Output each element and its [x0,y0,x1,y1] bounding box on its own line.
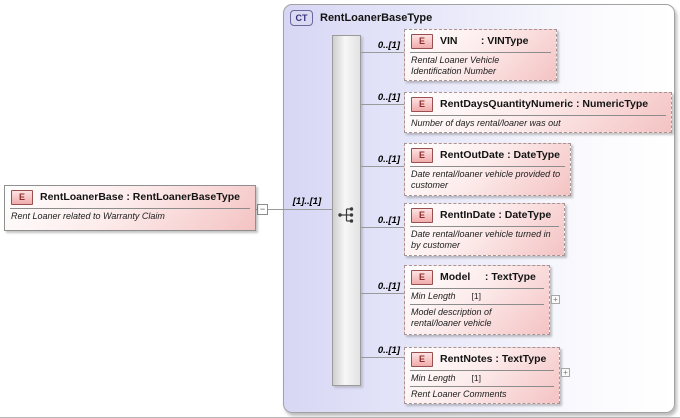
element-rentindate[interactable]: E RentInDate : DateType Date rental/loan… [404,203,565,256]
connector-line-rentindate [361,227,404,228]
element-icon: E [411,207,433,223]
connector-line-root [256,209,332,210]
element-icon: E [411,269,433,285]
element-title-row: E RentNotes : TextType [405,348,559,368]
element-title: Model : TextType [440,271,536,283]
divider [410,386,554,387]
expand-facets-model-button[interactable]: + [551,295,560,304]
expand-facets-rentnotes-button[interactable]: + [561,368,570,377]
element-annotation: Rent Loaner Comments [411,389,507,399]
element-icon: E [411,351,433,367]
facet-minlength: Min Length [1] [411,291,543,302]
element-icon: E [411,96,433,112]
connector-line-model [361,293,404,294]
cardinality-label-model: 0..[1] [377,281,400,292]
element-annotation: Rental Loaner Vehicle Identification Num… [411,55,500,76]
cardinality-label-rentdays: 0..[1] [377,92,400,103]
element-title: RentNotes : TextType [440,353,547,365]
element-title: RentDaysQuantityNumeric : NumericType [440,98,649,110]
element-rentnotes[interactable]: E RentNotes : TextType Min Length [1] Re… [404,347,560,404]
facet-value: [1] [471,291,481,301]
connector-line-rentdays [361,104,404,105]
divider [410,52,551,53]
facet-minlength: Min Length [1] [411,373,553,384]
complextype-title: RentLoanerBaseType [320,12,433,24]
facet-label: Min Length [411,291,456,301]
divider [10,208,250,209]
element-vin[interactable]: E VIN : VINType Rental Loaner Vehicle Id… [404,29,557,81]
sequence-icon [338,207,354,223]
element-icon: E [411,33,433,49]
element-icon: E [11,189,33,205]
complextype-icon: CT [290,10,313,26]
divider [410,370,554,371]
complextype-header: CT RentLoanerBaseType [290,10,432,26]
cardinality-label-vin: 0..[1] [377,40,400,51]
element-title: RentInDate : DateType [440,209,552,221]
element-title-row: E RentOutDate : DateType [405,144,570,164]
cardinality-label-rentindate: 0..[1] [377,215,400,226]
element-title: RentOutDate : DateType [440,149,560,161]
connector-line-vin [361,52,404,53]
connector-line-rentnotes [361,357,404,358]
cardinality-label-rentnotes: 0..[1] [377,345,400,356]
element-rentloanerbase[interactable]: E RentLoanerBase : RentLoanerBaseType Re… [4,185,256,231]
element-annotation: Model description of rental/loaner vehic… [411,307,492,328]
element-annotation: Rent Loaner related to Warranty Claim [11,211,165,221]
element-icon: E [411,147,433,163]
element-title-row: E RentInDate : DateType [405,204,564,224]
element-model[interactable]: E Model : TextType Min Length [1] Model … [404,265,550,335]
divider [410,115,666,116]
element-rentdaysquantitynumeric[interactable]: E RentDaysQuantityNumeric : NumericType … [404,92,672,133]
element-annotation: Date rental/loaner vehicle turned in by … [411,229,551,250]
element-annotation: Date rental/loaner vehicle provided to c… [411,169,561,190]
divider [410,226,559,227]
facet-label: Min Length [411,373,456,383]
divider [410,166,565,167]
cardinality-label-rentoutdate: 0..[1] [377,154,400,165]
connector-line-rentoutdate [361,166,404,167]
element-rentoutdate[interactable]: E RentOutDate : DateType Date rental/loa… [404,143,571,196]
cardinality-label-root: [1]..[1] [292,196,322,207]
element-title-row: E Model : TextType [405,266,549,286]
element-title-row: E RentLoanerBase : RentLoanerBaseType [5,186,255,206]
facet-value: [1] [471,373,481,383]
collapse-toggle[interactable]: − [257,204,268,215]
element-title-row: E RentDaysQuantityNumeric : NumericType [405,93,671,113]
divider [410,304,544,305]
element-title: RentLoanerBase : RentLoanerBaseType [40,191,240,203]
element-title-row: E VIN : VINType [405,30,556,50]
sequence-compositor[interactable] [332,35,361,386]
divider [410,288,544,289]
element-title: VIN : VINType [440,35,529,47]
element-annotation: Number of days rental/loaner was out [411,118,561,128]
